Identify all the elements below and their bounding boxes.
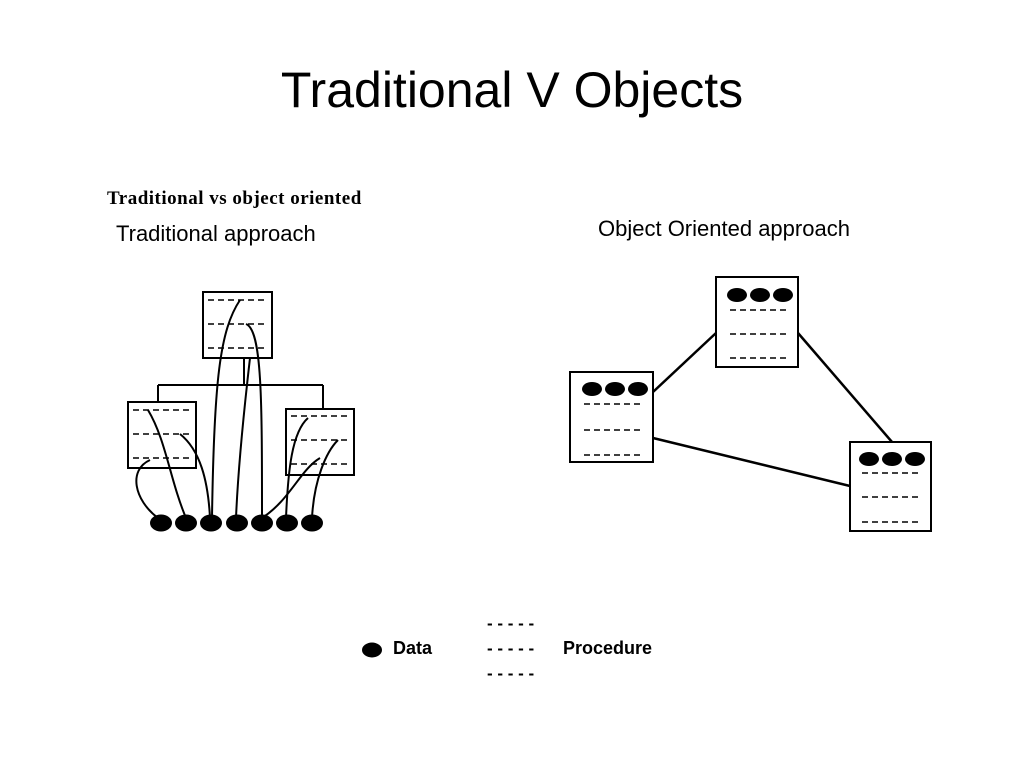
figure-heading: Traditional vs object oriented (107, 188, 362, 209)
object-oriented-diagram (569, 276, 932, 532)
slide-title: Traditional V Objects (280, 62, 744, 118)
data-item (251, 514, 273, 532)
legend-procedure-dashes: - - - - - (487, 639, 534, 658)
data-item (200, 514, 222, 532)
legend: Data - - - - - - - - - - - - - - - Proce… (362, 614, 652, 683)
access-curve (285, 417, 309, 519)
data-item (175, 514, 197, 532)
data-item (150, 514, 172, 532)
data-item (226, 514, 248, 532)
access-curve (245, 323, 263, 519)
object-right (849, 441, 932, 532)
procedure-module-left (127, 401, 197, 469)
object-connections (652, 332, 893, 488)
traditional-diagram (127, 291, 355, 532)
legend-procedure-symbol: - - - - - - - - - - - - - - - (487, 614, 534, 683)
procedure-lines (133, 299, 350, 465)
access-curve (135, 459, 159, 519)
legend-procedure-label: Procedure (563, 638, 652, 658)
access-curve (179, 433, 211, 519)
data-item (276, 514, 298, 532)
procedure-module-top (202, 291, 273, 359)
data-item (301, 514, 323, 532)
legend-procedure-dashes: - - - - - (487, 614, 534, 633)
object-left (569, 371, 654, 463)
procedure-module-right (285, 408, 355, 476)
legend-data-label: Data (393, 638, 433, 658)
shared-data-items (150, 514, 323, 532)
access-curve (147, 409, 187, 519)
access-curve (235, 357, 251, 519)
legend-procedure-dashes: - - - - - (487, 664, 534, 683)
access-curve (311, 439, 339, 519)
object-oriented-approach-label: Object Oriented approach (598, 216, 850, 241)
access-curve (211, 299, 241, 519)
data-access-curves (135, 299, 339, 519)
access-curve (261, 457, 321, 519)
object-top (715, 276, 799, 368)
legend-data-symbol (362, 642, 382, 658)
traditional-approach-label: Traditional approach (116, 221, 316, 246)
